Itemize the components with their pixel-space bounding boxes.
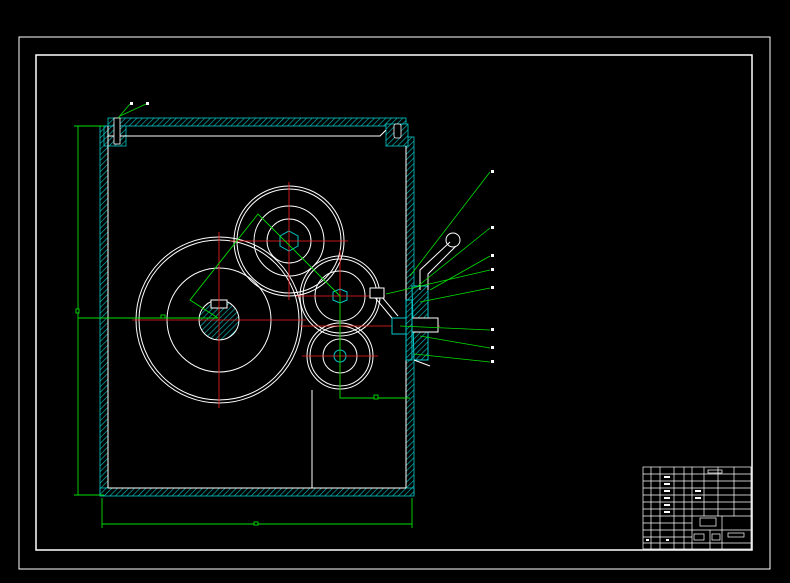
title-block-fill-marks <box>646 476 701 541</box>
inner-drawing-frame <box>35 54 753 551</box>
part-balloon-markers <box>130 102 494 363</box>
title-block <box>642 466 752 550</box>
part-leader-lines <box>117 103 491 363</box>
center-lines <box>132 182 440 408</box>
shift-lever-assembly <box>369 232 461 367</box>
outer-sheet-border <box>18 36 771 570</box>
gearbox-housing <box>99 117 415 497</box>
dimension-lines <box>74 125 413 528</box>
